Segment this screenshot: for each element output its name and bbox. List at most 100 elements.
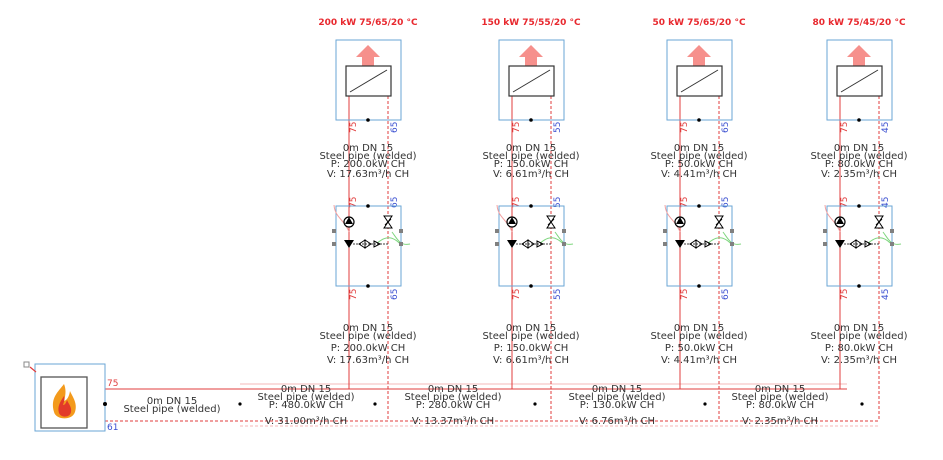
check-valve-icon <box>344 240 354 248</box>
segment-power: P: 280.0kW CH <box>416 400 491 411</box>
pipe-length: 0m DN 15 <box>834 323 884 334</box>
left-connector[interactable] <box>332 229 336 233</box>
boiler-supply-temp: 75 <box>107 379 118 389</box>
valve-icon <box>383 215 393 229</box>
heat-emitter-icon <box>836 65 883 97</box>
supply-temp-upper: 75 <box>680 122 690 133</box>
heat-output-arrow-icon <box>687 45 711 67</box>
segment-length: 0m DN 15 <box>592 384 642 395</box>
boiler-pipe-material: Steel pipe (welded) <box>123 404 220 415</box>
pipe-material: Steel pipe (welded) <box>482 331 579 342</box>
return-temp-lower: 65 <box>390 289 400 300</box>
pipe-power: P: 80.0kW CH <box>825 343 893 354</box>
return-temp-mid: 65 <box>390 197 400 208</box>
return-temp-lower: 45 <box>881 289 891 300</box>
right-connector-2[interactable] <box>730 242 734 246</box>
pipe-power: P: 80.0kW CH <box>825 159 893 170</box>
pipe-flow: V: 17.63m³/h CH <box>327 355 409 366</box>
pipe-material: Steel pipe (welded) <box>319 331 416 342</box>
return-temp-lower: 55 <box>553 289 563 300</box>
heat-output-arrow-icon <box>847 45 871 67</box>
right-connector-2[interactable] <box>890 242 894 246</box>
segment-power: P: 480.0kW CH <box>269 400 344 411</box>
boiler[interactable]: 75 61 0m DN 15 Steel pipe (welded) <box>23 361 221 433</box>
left-connector[interactable] <box>823 229 827 233</box>
right-connector[interactable] <box>399 229 403 233</box>
right-connector-2[interactable] <box>562 242 566 246</box>
segment-material: Steel pipe (welded) <box>731 392 828 403</box>
boiler-selection-marker[interactable] <box>23 361 30 368</box>
main-segment-1[interactable]: 0m DN 15 Steel pipe (welded) P: 480.0kW … <box>257 384 354 427</box>
check-valve-icon <box>507 240 517 248</box>
main-segment-4[interactable]: 0m DN 15 Steel pipe (welded) P: 80.0kW C… <box>731 384 828 427</box>
boiler-flame-icon <box>52 384 76 419</box>
pipe-flow: V: 2.35m³/h CH <box>821 355 897 366</box>
left-connector-2[interactable] <box>495 242 499 246</box>
main-distribution <box>105 383 878 427</box>
boiler-connection-node <box>103 402 107 406</box>
unit-title: 50 kW 75/65/20 °C <box>652 18 745 28</box>
boiler-pipe-length: 0m DN 15 <box>147 396 197 407</box>
segment-power: P: 130.0kW CH <box>580 400 655 411</box>
pipe-power: P: 50.0kW CH <box>665 159 733 170</box>
pipe-material: Steel pipe (welded) <box>810 331 907 342</box>
return-temp-lower: 65 <box>721 289 731 300</box>
supply-temp-upper: 75 <box>349 122 359 133</box>
unit-title: 200 kW 75/65/20 °C <box>318 18 418 28</box>
segment-length: 0m DN 15 <box>428 384 478 395</box>
pipe-flow: V: 6.61m³/h CH <box>493 169 569 180</box>
left-connector-2[interactable] <box>663 242 667 246</box>
left-connector[interactable] <box>663 229 667 233</box>
left-connector-2[interactable] <box>332 242 336 246</box>
segment-flow: V: 2.35m³/h CH <box>742 416 818 427</box>
unit-title: 80 kW 75/45/20 °C <box>812 18 905 28</box>
pipe-material: Steel pipe (welded) <box>650 331 747 342</box>
return-temp-mid: 55 <box>553 197 563 208</box>
supply-temp-lower: 75 <box>680 289 690 300</box>
pipe-flow: V: 2.35m³/h CH <box>821 169 897 180</box>
return-temp-mid: 65 <box>721 197 731 208</box>
supply-temp-mid: 75 <box>840 197 850 208</box>
supply-temp-mid: 75 <box>680 197 690 208</box>
segment-material: Steel pipe (welded) <box>404 392 501 403</box>
pipe-length: 0m DN 15 <box>834 143 884 154</box>
boiler-return-temp: 61 <box>107 423 118 433</box>
heating-unit-1: 200 kW 75/65/20 °C 75 65 0m DN 15 Steel … <box>318 18 418 421</box>
boiler-marker-arrow <box>29 366 37 373</box>
return-temp-upper: 65 <box>721 122 731 133</box>
segment-length: 0m DN 15 <box>755 384 805 395</box>
left-connector[interactable] <box>495 229 499 233</box>
main-segment-2[interactable]: 0m DN 15 Steel pipe (welded) P: 280.0kW … <box>404 384 501 427</box>
supply-temp-lower: 75 <box>512 289 522 300</box>
pipe-flow: V: 6.61m³/h CH <box>493 355 569 366</box>
heating-unit-2: 150 kW 75/55/20 °C 75 55 0m DN 15 Steel … <box>481 18 581 421</box>
pipe-length: 0m DN 15 <box>343 143 393 154</box>
return-temp-upper: 55 <box>553 122 563 133</box>
check-valve-icon <box>835 240 845 248</box>
pipe-length: 0m DN 15 <box>674 143 724 154</box>
right-connector[interactable] <box>562 229 566 233</box>
pipe-material: Steel pipe (welded) <box>319 151 416 162</box>
pipe-power: P: 50.0kW CH <box>665 343 733 354</box>
left-connector-2[interactable] <box>823 242 827 246</box>
heating-unit-3: 50 kW 75/65/20 °C 75 65 0m DN 15 Steel p… <box>650 18 748 421</box>
pipe-length: 0m DN 15 <box>506 143 556 154</box>
heating-unit-4: 80 kW 75/45/20 °C 75 45 0m DN 15 Steel p… <box>810 18 908 421</box>
pipe-material: Steel pipe (welded) <box>482 151 579 162</box>
pipe-length: 0m DN 15 <box>506 323 556 334</box>
main-segment-3[interactable]: 0m DN 15 Steel pipe (welded) P: 130.0kW … <box>568 384 665 427</box>
pipe-power: P: 200.0kW CH <box>331 343 406 354</box>
pipe-power: P: 200.0kW CH <box>331 159 406 170</box>
supply-temp-upper: 75 <box>840 122 850 133</box>
supply-temp-upper: 75 <box>512 122 522 133</box>
supply-temp-mid: 75 <box>512 197 522 208</box>
segment-length: 0m DN 15 <box>281 384 331 395</box>
pipe-power: P: 150.0kW CH <box>494 343 569 354</box>
return-temp-upper: 45 <box>881 122 891 133</box>
pipe-flow: V: 4.41m³/h CH <box>661 355 737 366</box>
right-connector[interactable] <box>730 229 734 233</box>
supply-temp-lower: 75 <box>840 289 850 300</box>
right-connector-2[interactable] <box>399 242 403 246</box>
right-connector[interactable] <box>890 229 894 233</box>
